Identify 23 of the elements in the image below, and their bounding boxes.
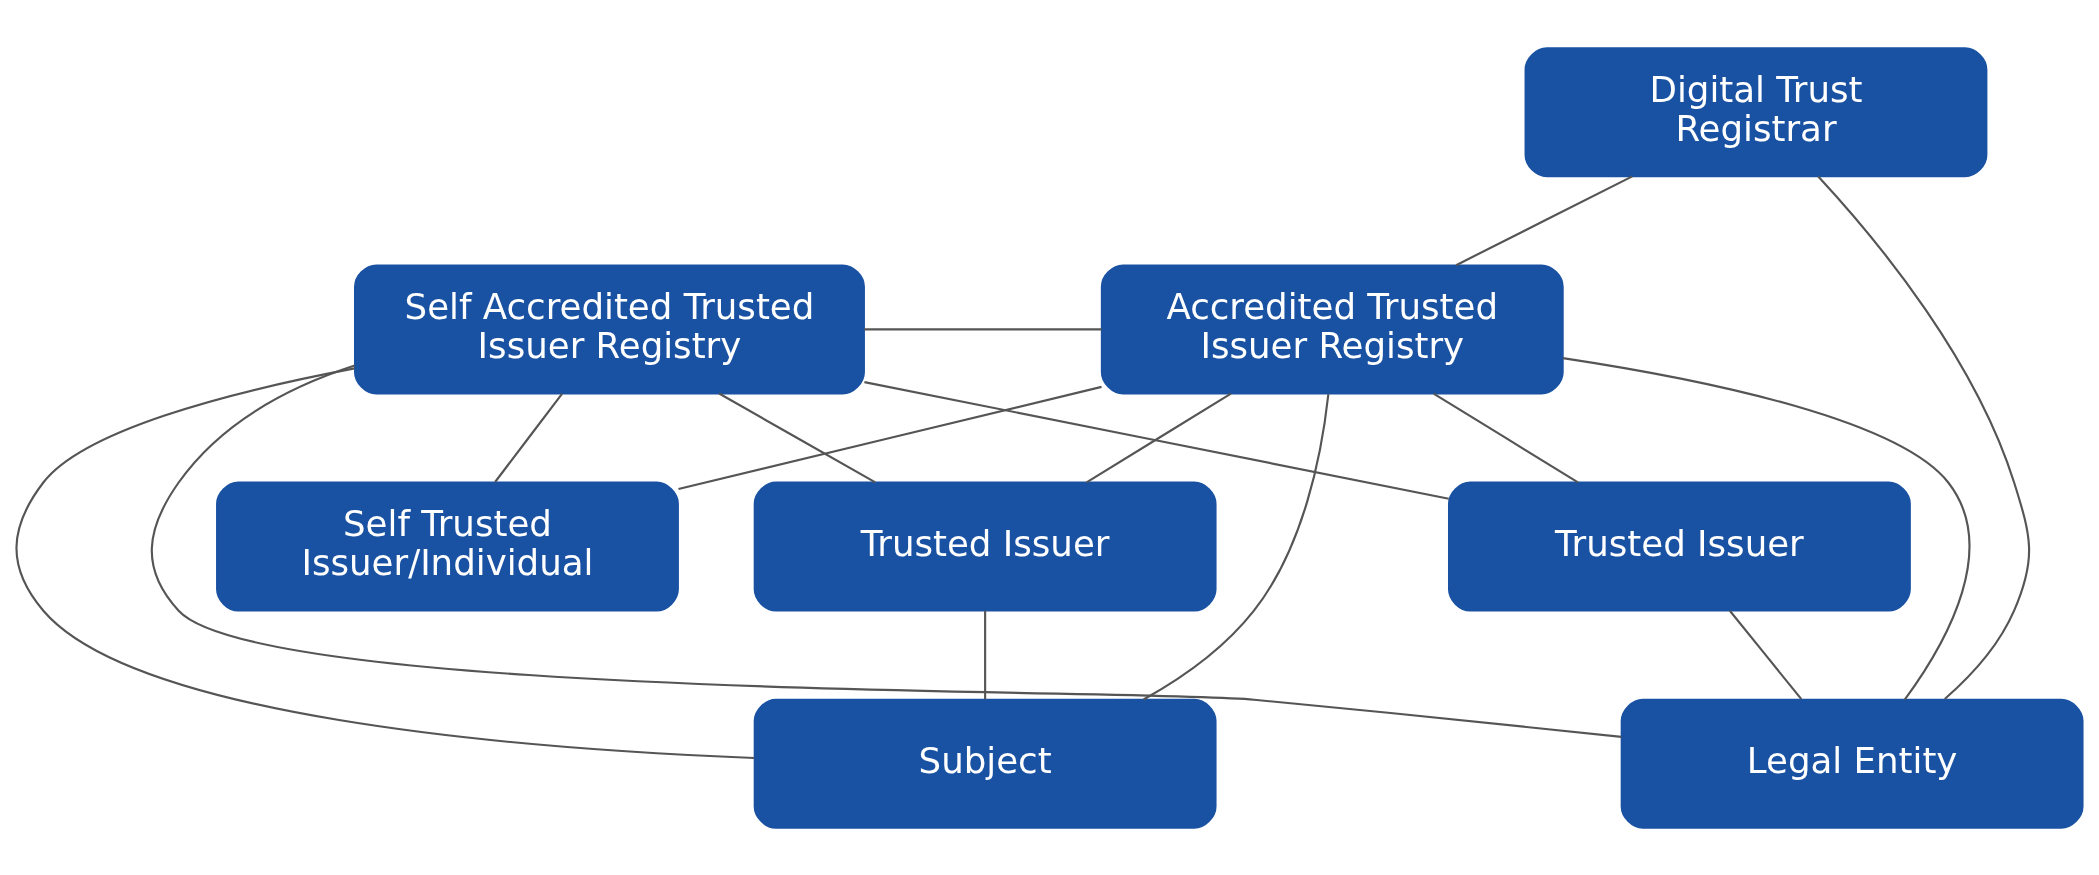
node-box: Legal Entity <box>1620 698 2084 829</box>
connector <box>864 327 1102 330</box>
connector <box>864 380 1449 500</box>
node-box: Subject <box>753 698 1217 829</box>
connector <box>1729 609 1803 700</box>
node-box: Trusted Issuer <box>753 481 1217 612</box>
node-box: Self Trusted Issuer/Individual <box>216 481 679 612</box>
connector <box>1562 356 1971 700</box>
connector <box>678 385 1102 490</box>
connector <box>1433 392 1579 483</box>
connector <box>1143 393 1330 700</box>
connector <box>150 364 1622 738</box>
connector <box>718 392 876 483</box>
connector <box>494 392 564 483</box>
connector <box>1086 392 1232 483</box>
node-box: Digital Trust Registrar <box>1524 46 1988 177</box>
connector <box>1455 174 1633 266</box>
connector <box>15 366 755 759</box>
node-box: Self Accredited Trusted Issuer Registry <box>354 263 865 394</box>
connector <box>1817 175 2031 700</box>
node-box: Accredited Trusted Issuer Registry <box>1100 263 1564 394</box>
node-box: Trusted Issuer <box>1448 481 1911 612</box>
connector <box>984 610 987 699</box>
